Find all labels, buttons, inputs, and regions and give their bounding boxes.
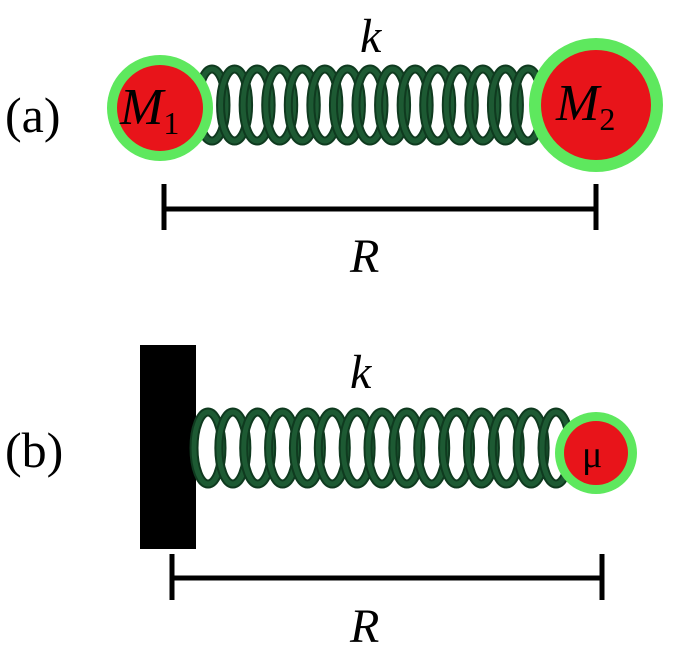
fixed-wall [140, 345, 196, 549]
spring-coil-highlight [308, 66, 342, 144]
panel-b-tag: (b) [5, 422, 63, 478]
panel-b-separation-label: R [349, 600, 379, 653]
panel-a-tag: (a) [5, 87, 61, 143]
panel-a-spring-constant-label: k [360, 10, 383, 63]
spring-coil-highlight [443, 66, 477, 144]
panel-b-reduced-mass: μ [555, 412, 637, 494]
spring-coil-highlight [488, 66, 522, 144]
spring-coil-highlight [240, 66, 274, 144]
reduced-mass-label: μ [582, 434, 602, 476]
mass-m1-subscript: 1 [163, 105, 179, 141]
spring-coil-highlight [376, 66, 410, 144]
panel-a-spring [193, 64, 547, 146]
panel-a: (a) k M1 M2 R [5, 10, 663, 283]
mass-m2-label: M2 [555, 75, 615, 137]
mass-m2-subscript: 2 [599, 101, 615, 137]
mass-m1-label: M1 [119, 79, 179, 141]
panel-b-spring [189, 407, 575, 489]
spring-coil-highlight [353, 66, 387, 144]
spring-coil-highlight [421, 66, 455, 144]
panel-b-spring-constant-label: k [350, 346, 373, 399]
spring-coil-highlight [285, 66, 319, 144]
panel-a-separation-bar [161, 184, 599, 230]
spring-coil-highlight [330, 66, 364, 144]
panel-b: (b) k μ R [5, 345, 637, 653]
spring-coil-highlight [398, 66, 432, 144]
panel-a-mass-m1: M1 [107, 55, 213, 161]
spring-coil-highlight [466, 66, 500, 144]
panel-b-separation-bar [169, 554, 605, 600]
spring-coil-highlight [263, 66, 297, 144]
spring-coil-highlight [218, 66, 252, 144]
panel-a-separation-label: R [349, 230, 379, 283]
panel-a-mass-m2: M2 [529, 38, 663, 172]
